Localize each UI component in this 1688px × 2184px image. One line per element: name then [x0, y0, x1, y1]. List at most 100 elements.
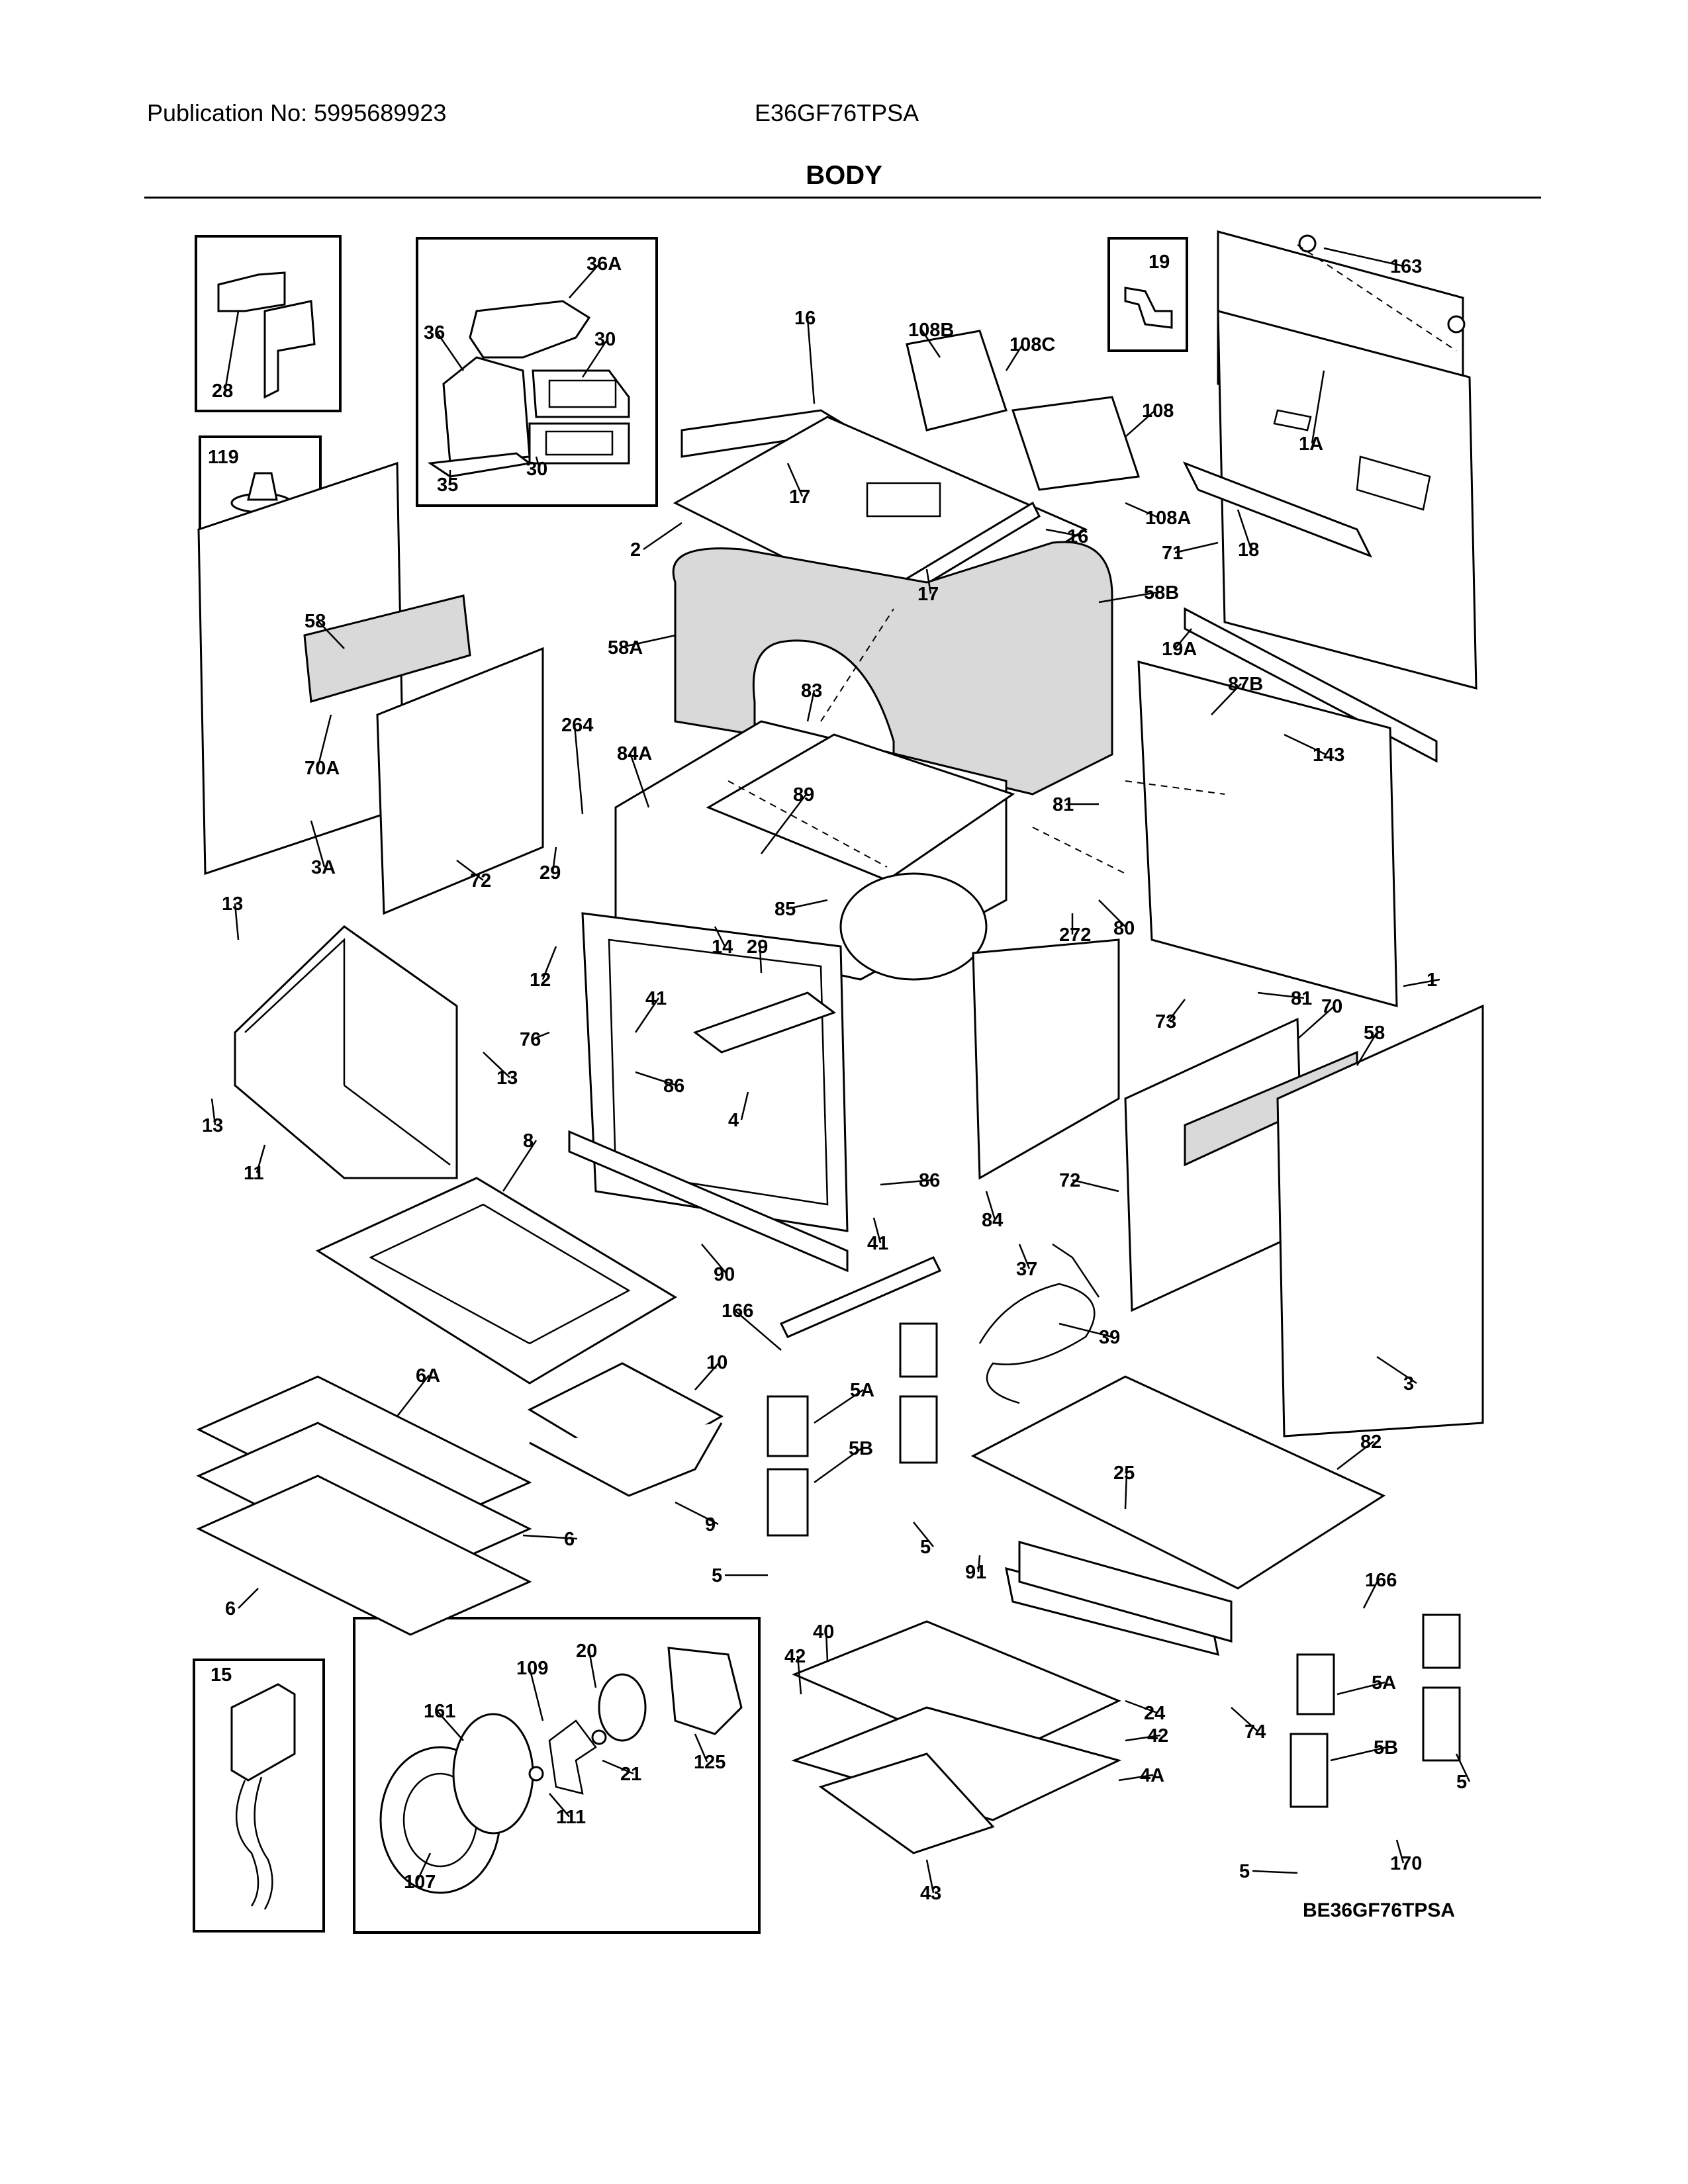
callout-170: 170	[1390, 1853, 1422, 1874]
top-right-panels	[1182, 230, 1477, 763]
leader-line-5Aa	[814, 1388, 864, 1424]
callout-10: 10	[706, 1352, 727, 1373]
leader-line-20	[588, 1650, 597, 1688]
leader-line-25	[1124, 1472, 1128, 1510]
leader-line-29b	[759, 946, 763, 974]
leader-line-28	[224, 310, 240, 391]
callout-19A: 19A	[1162, 639, 1197, 660]
callout-13b: 13	[496, 1068, 518, 1089]
leader-line-41a	[634, 997, 660, 1033]
callout-108A: 108A	[1145, 508, 1191, 529]
leader-line-58A	[620, 634, 676, 649]
leader-line-70	[1297, 1005, 1335, 1040]
callout-15: 15	[211, 1664, 232, 1686]
callout-8: 8	[523, 1130, 534, 1152]
callout-35: 35	[437, 475, 458, 496]
leader-line-17a	[786, 463, 804, 497]
callout-2: 2	[630, 539, 641, 561]
callout-58a: 58	[305, 611, 326, 632]
callout-41a: 41	[645, 988, 667, 1009]
leader-line-58b	[1356, 1032, 1378, 1066]
leader-line-76	[532, 1031, 550, 1040]
callout-76: 76	[520, 1029, 541, 1050]
callout-71: 71	[1162, 543, 1183, 564]
leader-line-161	[436, 1710, 464, 1741]
leader-line-111	[549, 1793, 570, 1817]
callout-6a: 6	[564, 1529, 575, 1550]
leader-line-143	[1284, 733, 1327, 756]
callout-111: 111	[556, 1807, 586, 1828]
leader-line-108B	[920, 329, 941, 358]
leader-line-86b	[880, 1179, 933, 1186]
leader-line-16b	[1045, 528, 1081, 537]
callout-264: 264	[561, 715, 593, 736]
callout-70A: 70A	[305, 758, 340, 779]
callout-74: 74	[1244, 1721, 1266, 1743]
leader-line-43	[925, 1859, 935, 1893]
callout-83: 83	[801, 680, 822, 702]
page-title: BODY	[806, 161, 882, 190]
leader-line-89	[761, 794, 807, 854]
leader-line-5c	[1455, 1753, 1471, 1782]
leader-line-42b	[1125, 1734, 1161, 1742]
callout-13a: 13	[222, 893, 243, 915]
leader-line-4A	[1118, 1774, 1154, 1782]
leader-line-36	[436, 332, 465, 371]
leader-line-36A	[569, 263, 600, 298]
leader-line-163	[1323, 247, 1404, 267]
callout-25: 25	[1113, 1463, 1135, 1484]
callout-5a: 5	[712, 1565, 722, 1586]
leader-line-108C	[1005, 343, 1024, 371]
leader-line-86a	[635, 1071, 677, 1087]
callout-90: 90	[714, 1264, 735, 1285]
leader-line-73	[1168, 999, 1186, 1022]
callout-21: 21	[620, 1764, 641, 1785]
leader-line-9	[675, 1501, 719, 1525]
leader-line-58a	[317, 620, 345, 649]
leader-line-8	[502, 1140, 538, 1192]
leader-line-5Bb	[1330, 1746, 1387, 1762]
leader-line-42a	[796, 1655, 802, 1695]
callout-30a: 30	[594, 329, 616, 350]
callout-80: 80	[1113, 918, 1135, 939]
right-side-panels	[1124, 660, 1484, 1437]
leader-line-84A	[629, 752, 650, 808]
leader-line-18	[1237, 509, 1252, 550]
leader-line-39	[1058, 1322, 1113, 1338]
callout-29b: 29	[747, 936, 768, 958]
callout-81b: 81	[1291, 988, 1312, 1009]
callout-166b: 166	[1365, 1570, 1397, 1591]
leader-line-6b	[238, 1588, 259, 1609]
callout-42a: 42	[784, 1646, 806, 1667]
leader-line-72b	[1072, 1179, 1119, 1193]
leader-line-19A	[1174, 628, 1192, 649]
callout-85: 85	[774, 899, 796, 920]
inset-15-junction-box	[193, 1659, 325, 1933]
callout-1A: 1A	[1299, 433, 1323, 455]
callout-125: 125	[694, 1752, 726, 1773]
leader-line-5d	[1252, 1870, 1298, 1874]
callout-86a: 86	[663, 1075, 684, 1097]
leader-line-109	[528, 1667, 544, 1721]
callout-108B: 108B	[908, 320, 954, 341]
callout-91: 91	[965, 1562, 986, 1583]
leader-line-13b	[483, 1052, 510, 1078]
callout-16b: 16	[1067, 526, 1088, 547]
leader-line-13c	[211, 1098, 216, 1126]
callout-28: 28	[212, 381, 233, 402]
leader-line-82	[1336, 1441, 1374, 1470]
leader-line-3	[1376, 1355, 1417, 1385]
callout-41b: 41	[867, 1233, 888, 1254]
left-side-panels	[197, 461, 544, 915]
leveling-legs	[767, 1322, 1461, 1808]
leader-line-30a	[581, 338, 609, 378]
leader-line-71	[1174, 541, 1219, 554]
bottom-pan-and-broiler	[315, 1130, 849, 1497]
leader-line-107	[416, 1852, 432, 1882]
callout-5c: 5	[1456, 1772, 1467, 1793]
leader-line-6A	[397, 1375, 430, 1417]
callout-5b: 5	[920, 1537, 931, 1558]
leader-line-1	[1403, 978, 1440, 987]
leader-line-87B	[1211, 683, 1242, 715]
model-number: E36GF76TPSA	[755, 99, 919, 126]
